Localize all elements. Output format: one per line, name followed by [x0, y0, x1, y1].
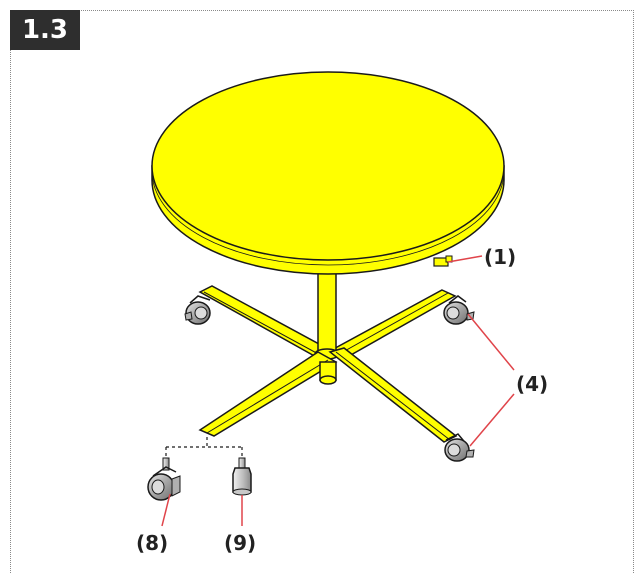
step-number-badge: 1.3: [10, 10, 80, 50]
base-leg-front-right: [328, 347, 458, 443]
caster-wheel-part-8: [147, 457, 181, 501]
assembly-dashed-line: [165, 437, 243, 456]
caster-back-left: [184, 295, 211, 325]
base-leg-front-left: [198, 351, 338, 437]
glide-foot-part-9: [232, 457, 252, 496]
height-adjust-lever: [433, 255, 453, 267]
base-hub: [319, 361, 337, 385]
callout-label-8: (8): [136, 531, 168, 555]
callout-label-1: (1): [484, 245, 516, 269]
leader-4a: [467, 313, 515, 371]
leader-1: [447, 255, 483, 263]
leader-8: [161, 493, 171, 527]
callout-leaders: [161, 255, 515, 527]
caster-front-right: [444, 433, 475, 462]
figure-frame: [10, 10, 634, 573]
callout-label-4: (4): [516, 372, 548, 396]
base-leg-back-left: [198, 285, 332, 359]
caster-back-right: [443, 295, 475, 325]
center-column: [314, 269, 340, 360]
table-top: [151, 71, 505, 275]
callout-label-9: (9): [224, 531, 256, 555]
leader-4b: [469, 393, 515, 447]
